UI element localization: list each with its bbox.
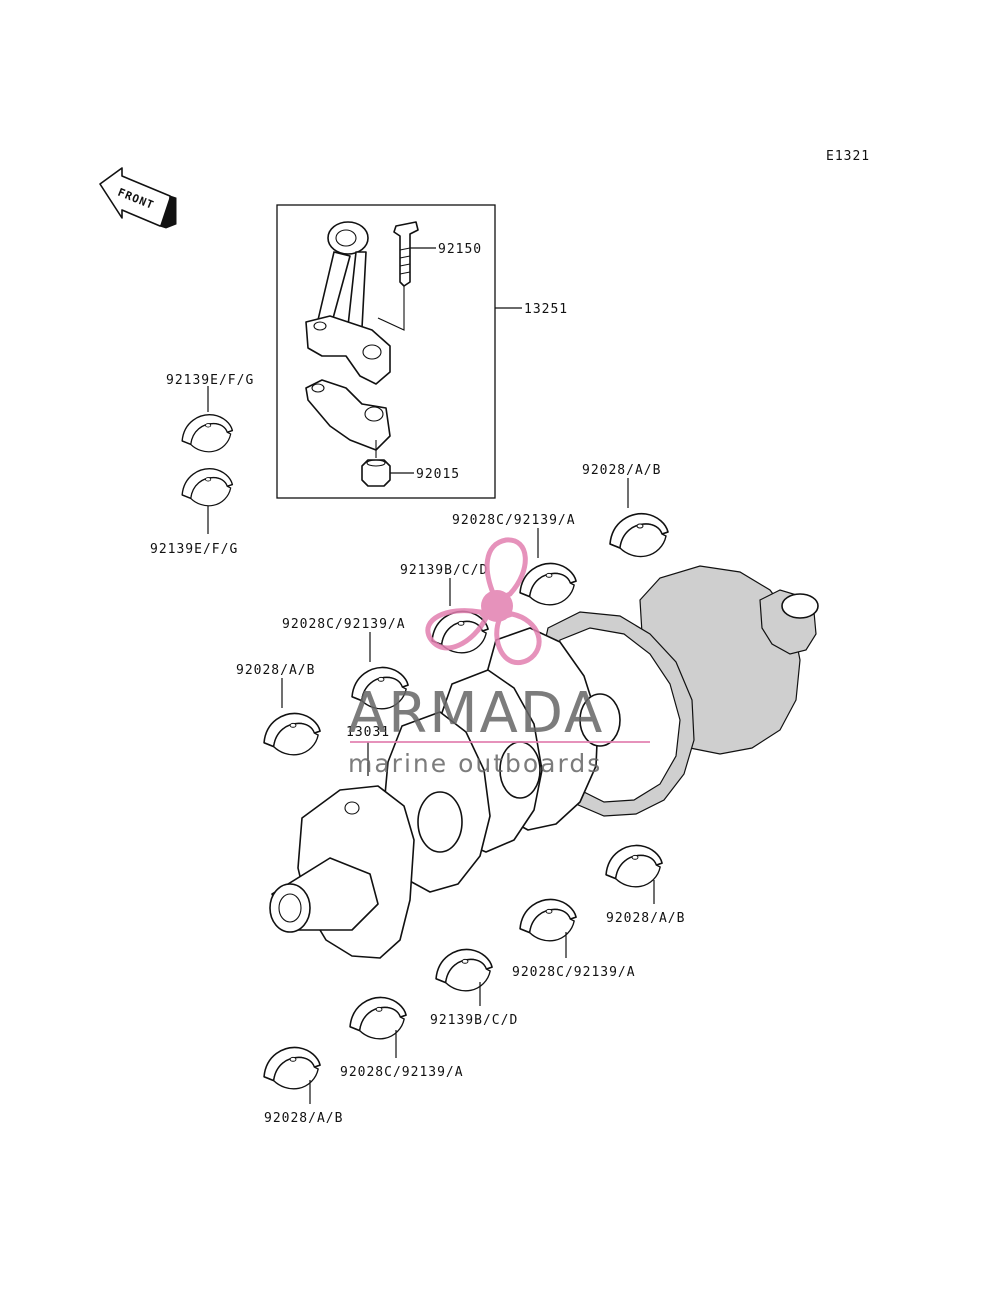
label-main-lower-2: 92028C/92139/A [512, 965, 636, 980]
propeller-logo-icon [425, 537, 542, 665]
label-main-lower-1: 92028/A/B [606, 911, 685, 926]
label-main-upper-3: 92139B/C/D [400, 563, 488, 578]
front-arrow-icon: FRONT [99, 167, 177, 229]
label-rod-bolt: 92150 [438, 242, 482, 257]
label-crankshaft: 13031 [346, 725, 390, 740]
label-main-lower-4: 92028C/92139/A [340, 1065, 464, 1080]
label-rod-bearing-upper: 92139E/F/G [166, 373, 254, 388]
connecting-rod-assembly [276, 204, 496, 499]
label-rod-bearing-lower: 92139E/F/G [150, 542, 238, 557]
label-rod-assembly: 13251 [524, 302, 568, 317]
label-rod-nut: 92015 [416, 467, 460, 482]
main-bearing-lower-4-icon [349, 996, 407, 1040]
main-bearing-upper-5-icon [263, 712, 321, 756]
label-main-upper-1: 92028/A/B [582, 463, 661, 478]
rod-bearing-upper-icon [181, 414, 234, 453]
main-bearing-upper-2-icon [519, 562, 577, 606]
main-bearing-lower-3-icon [435, 948, 493, 992]
label-main-upper-2: 92028C/92139/A [452, 513, 576, 528]
main-bearing-lower-5-icon [263, 1046, 321, 1090]
crankshaft [269, 565, 819, 959]
main-bearing-lower-2-icon [519, 898, 577, 942]
rod-bearing-lower-icon [181, 468, 234, 507]
label-main-upper-5: 92028/A/B [236, 663, 315, 678]
diagram-code: E1321 [826, 149, 870, 164]
armada-watermark: ARMADA marine outboards [348, 537, 650, 778]
label-main-lower-5: 92028/A/B [264, 1111, 343, 1126]
main-bearing-upper-1-icon [609, 512, 669, 558]
label-main-upper-4: 92028C/92139/A [282, 617, 406, 632]
watermark-brand: ARMADA [348, 681, 604, 746]
watermark-tagline: marine outboards [348, 749, 602, 778]
label-main-lower-3: 92139B/C/D [430, 1013, 518, 1028]
